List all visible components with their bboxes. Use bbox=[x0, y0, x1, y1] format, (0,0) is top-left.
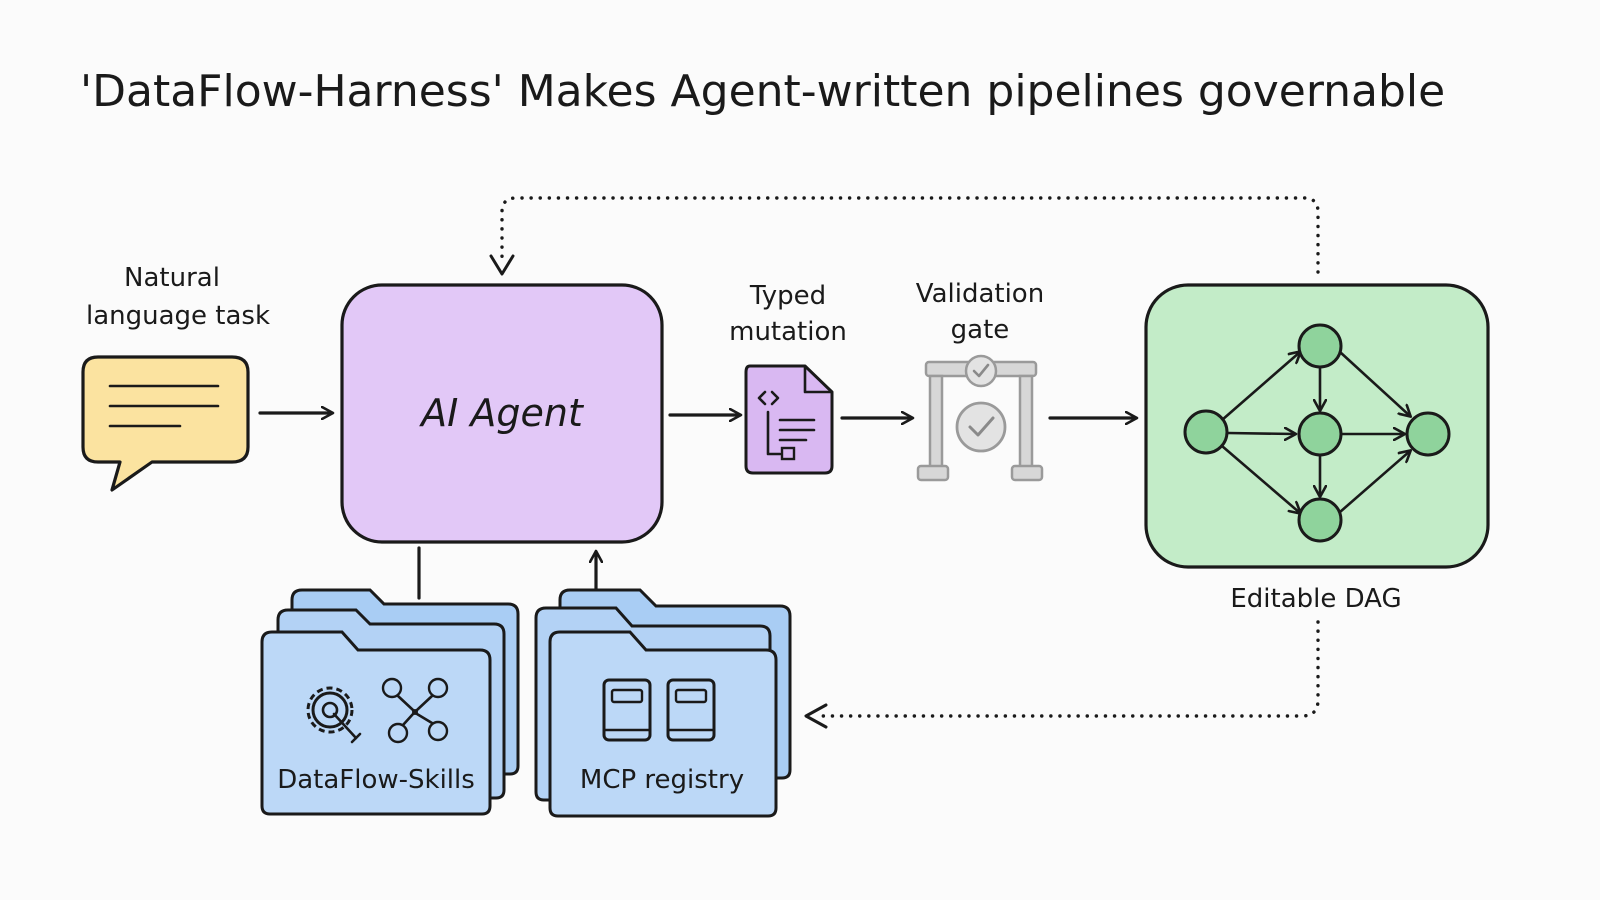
registry-folder-stack: MCP registry bbox=[534, 588, 792, 818]
check-gate-icon bbox=[916, 354, 1044, 482]
input-label-line1: Natural bbox=[124, 263, 220, 293]
skills-folder-stack: DataFlow-Skills bbox=[260, 588, 520, 816]
book-icon bbox=[602, 678, 652, 742]
feedback-loop-top-arrowhead bbox=[489, 254, 515, 276]
book-icon bbox=[666, 678, 716, 742]
skills-folder-label: DataFlow-Skills bbox=[277, 765, 475, 795]
page-title: 'DataFlow-Harness' Makes Agent-written p… bbox=[80, 66, 1445, 117]
feedback-loop-bottom-arrowhead bbox=[804, 703, 828, 729]
registry-folder-front bbox=[548, 630, 778, 818]
registry-folder-label: MCP registry bbox=[580, 765, 744, 795]
agent-label: AI Agent bbox=[418, 391, 585, 435]
agent-node: AI Agent bbox=[340, 283, 664, 544]
dag-graph-icon bbox=[1183, 323, 1451, 543]
feedback-loop-top bbox=[500, 196, 1320, 274]
gear-wrench-icon bbox=[306, 686, 362, 744]
gate-label-line2: gate bbox=[951, 315, 1010, 345]
dag-label: Editable DAG bbox=[1230, 584, 1401, 614]
gate-node: Validation gate bbox=[916, 279, 1044, 482]
dag-vertex bbox=[1297, 411, 1343, 457]
dag-vertex bbox=[1405, 411, 1451, 457]
input-label-line2: language task bbox=[86, 301, 270, 331]
mutation-label-line2: mutation bbox=[729, 317, 847, 347]
network-people-icon bbox=[381, 677, 449, 744]
agent-box bbox=[340, 283, 664, 544]
skills-folder-front bbox=[260, 630, 492, 816]
mutation-label-line1: Typed bbox=[749, 281, 826, 311]
gate-label-line1: Validation bbox=[916, 279, 1044, 309]
dag-vertex bbox=[1183, 409, 1229, 455]
dag-vertex bbox=[1297, 497, 1343, 543]
dag-node: Editable DAG bbox=[1144, 283, 1490, 614]
dag-vertex bbox=[1297, 323, 1343, 369]
code-document-icon bbox=[744, 364, 834, 475]
feedback-loop-bottom bbox=[816, 620, 1320, 718]
speech-bubble-icon bbox=[81, 355, 250, 492]
mutation-node: Typed mutation bbox=[729, 281, 847, 475]
speech-bubble-shape bbox=[81, 355, 250, 492]
input-node: Natural language task bbox=[81, 263, 270, 492]
